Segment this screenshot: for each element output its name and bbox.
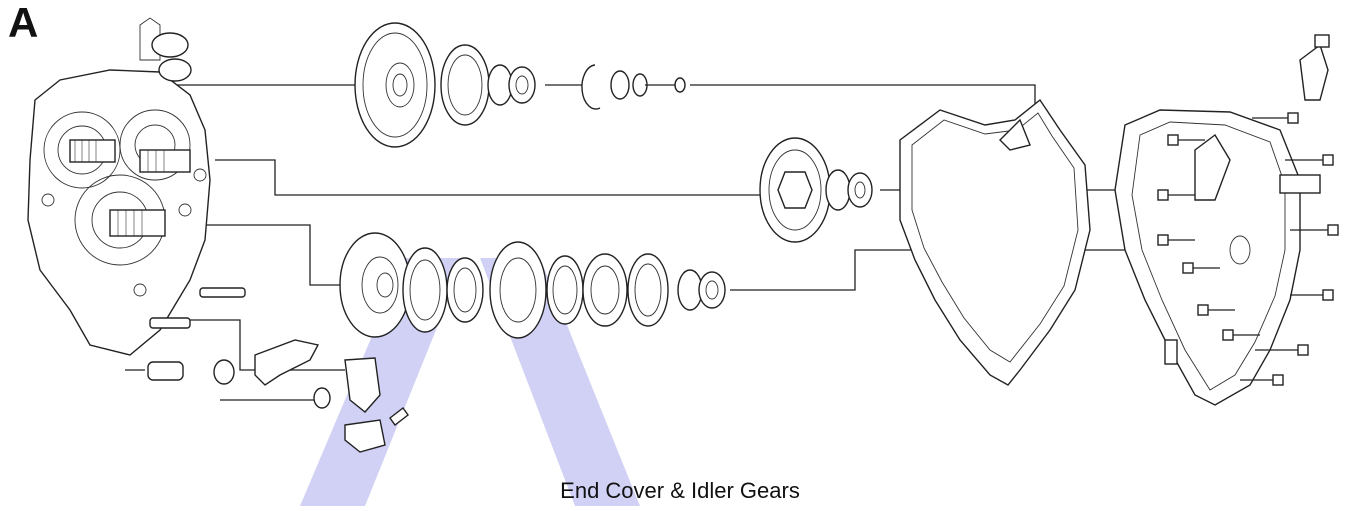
upper-clip-and-shaft (581, 64, 686, 110)
small-parts (147, 287, 409, 453)
cover-bolts (1157, 112, 1339, 386)
crankcase (27, 17, 211, 356)
cover-gasket (899, 98, 1091, 386)
upper-washers (440, 44, 536, 126)
figure-corner-label: A (8, 0, 39, 46)
middle-idler-gear (759, 137, 873, 243)
lower-gear-stack (339, 232, 726, 339)
end-cover (1114, 34, 1330, 406)
upper-idler-gear (354, 22, 436, 148)
figure-caption: End Cover & Idler Gears (560, 478, 800, 503)
